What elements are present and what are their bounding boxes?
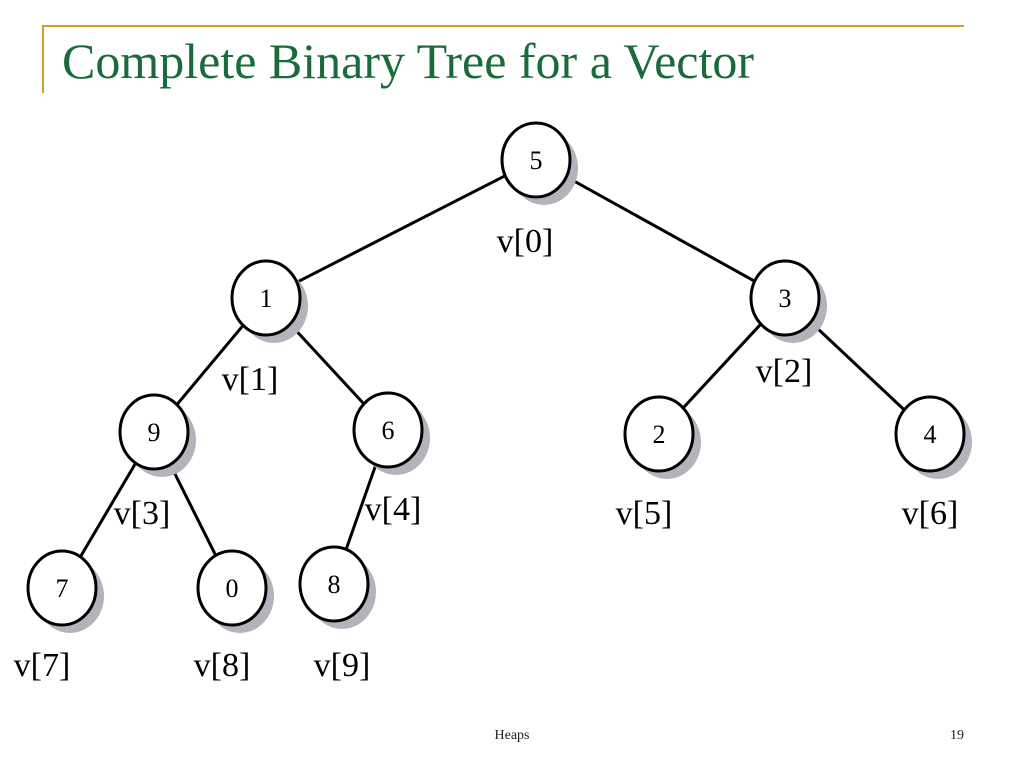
- tree-edge: [565, 175, 756, 283]
- tree-edges: [77, 174, 907, 560]
- node-index-label: v[1]: [222, 361, 279, 398]
- tree-edge: [295, 174, 507, 284]
- node-index-label: v[3]: [114, 495, 171, 532]
- index-labels: v[0] v[1] v[2] v[3] v[4] v[5] v[6] v[7] v[8] v[9]: [14, 223, 959, 684]
- tree-edge: [343, 461, 379, 553]
- title-rule: [42, 25, 964, 27]
- node-index-label: v[0]: [497, 223, 554, 260]
- page-number: 19: [950, 728, 964, 743]
- tree-nodes: 5 1 3 9 6 2 4 7 0 8: [26, 121, 972, 633]
- tree-edge: [174, 323, 246, 407]
- node-value: 0: [226, 574, 239, 603]
- node-value: 5: [530, 146, 543, 175]
- tree-node: 4: [894, 395, 972, 479]
- tree-node: 0: [196, 549, 274, 633]
- tree-node: 1: [230, 259, 308, 343]
- node-value: 7: [56, 574, 69, 603]
- node-value: 6: [382, 416, 395, 445]
- node-index-label: v[4]: [365, 491, 422, 528]
- node-index-label: v[7]: [14, 647, 71, 684]
- node-circle: [26, 549, 98, 627]
- node-value: 9: [148, 418, 161, 447]
- tree-node: 7: [26, 549, 104, 633]
- tree-edge: [808, 320, 907, 412]
- node-value: 8: [328, 570, 341, 599]
- node-circle: [623, 395, 695, 473]
- node-circle: [196, 549, 268, 627]
- node-index-label: v[2]: [756, 353, 813, 390]
- tree-node: 3: [749, 259, 827, 343]
- tree-edge: [77, 460, 139, 560]
- node-circle: [298, 545, 370, 623]
- tree-node: 9: [118, 393, 196, 477]
- node-index-label: v[5]: [616, 495, 673, 532]
- node-circle: [352, 391, 424, 469]
- footer-text: Heaps: [494, 728, 530, 743]
- tree-node: 8: [298, 545, 376, 629]
- tree-node: 5: [500, 121, 578, 205]
- tree-node: 6: [352, 391, 430, 475]
- tree-node: 2: [623, 395, 701, 479]
- tree-edge: [167, 461, 219, 559]
- slide-title: Complete Binary Tree for a Vector: [62, 33, 754, 89]
- title-accent-bar: [42, 25, 44, 93]
- node-circle: [894, 395, 966, 473]
- node-value: 3: [779, 284, 792, 313]
- tree-edge: [681, 321, 763, 411]
- node-index-label: v[9]: [314, 647, 371, 684]
- node-circle: [749, 259, 821, 337]
- node-circle: [230, 259, 302, 337]
- node-value: 1: [260, 284, 273, 313]
- node-index-label: v[6]: [902, 495, 959, 532]
- node-index-label: v[8]: [194, 647, 251, 684]
- node-value: 4: [924, 420, 937, 449]
- node-circle: [118, 393, 190, 471]
- tree-edge: [287, 321, 367, 407]
- node-value: 2: [653, 420, 666, 449]
- node-circle: [500, 121, 572, 199]
